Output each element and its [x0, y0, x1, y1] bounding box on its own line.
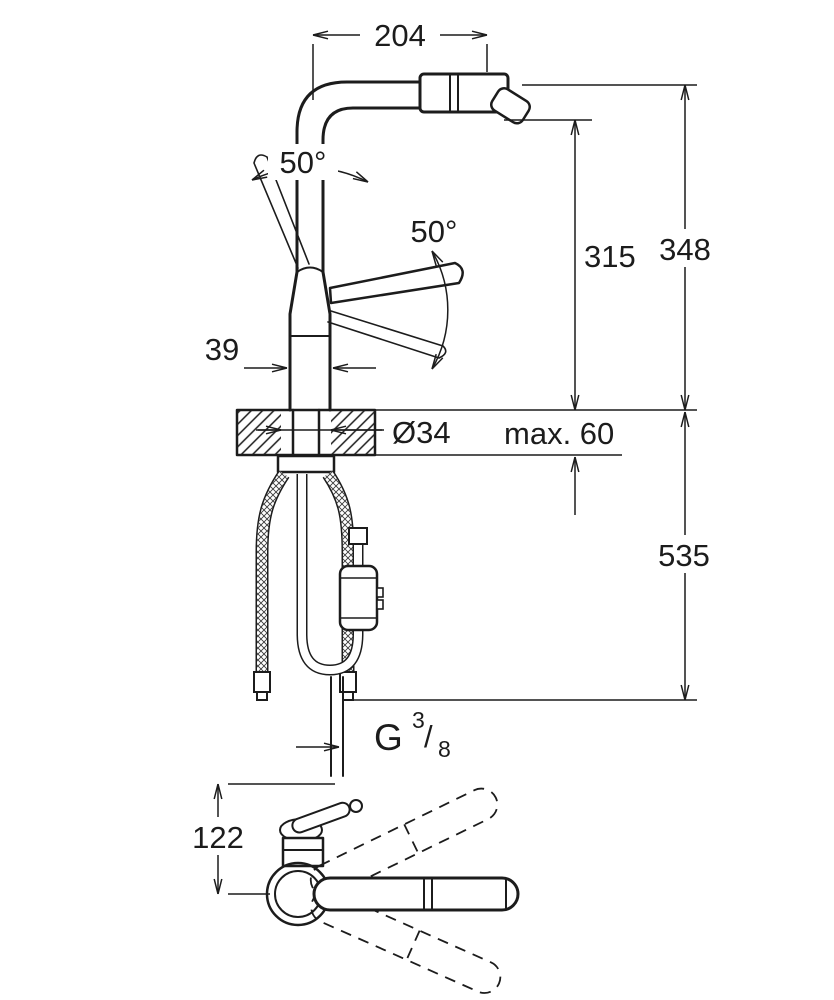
plan-body: [281, 836, 325, 868]
dim-label-max-thickness: max. 60: [504, 416, 614, 451]
dim-label-body-width: 39: [205, 332, 239, 367]
spout-outer-contour: [295, 80, 423, 274]
thread-label-denominator: 8: [438, 736, 451, 762]
pullout-hose: [298, 474, 362, 675]
under-counter-assembly: [253, 408, 384, 777]
counter-hatch-right: [331, 411, 374, 454]
dim-label-spout-reach: 204: [374, 18, 426, 53]
faucet-body: [288, 270, 332, 412]
mounting-nut: [276, 454, 336, 474]
dim-arc-handle: [431, 250, 449, 370]
plan-handle: [279, 799, 363, 842]
mounting-shank: [291, 408, 321, 458]
plan-spout-joints: [423, 877, 507, 911]
plan-swivel-upper: [309, 787, 499, 897]
thread-label-numerator: 3: [412, 707, 425, 733]
dim-label-hole-diameter: Ø34: [392, 415, 451, 450]
spout-inner-contour: [321, 106, 423, 274]
faucet-plan-view: [265, 787, 520, 994]
counter-extension-lines: [375, 409, 697, 456]
dim-label-outlet-height: 315: [584, 239, 636, 274]
thread-label-g: G: [374, 717, 403, 758]
spray-head-tip: [489, 87, 531, 125]
counter-hatch-left: [238, 411, 281, 454]
hose-weight: [338, 564, 379, 632]
plan-spout: [312, 876, 520, 912]
dim-label-total-height: 348: [659, 232, 711, 267]
body-cap-curve: [296, 266, 324, 273]
dim-label-swivel-angle: 50°: [280, 145, 327, 180]
connection-tube: [330, 676, 344, 777]
thread-label-slash: /: [424, 719, 433, 754]
hose-elbow: [348, 527, 368, 545]
dimension-labels: 204 50° 50° 39 Ø34 max. 60 315 348 535 G…: [180, 17, 725, 855]
dim-label-plan-depth: 122: [192, 820, 244, 855]
faucet-side-view: [253, 72, 531, 412]
lever-phantom-down: [327, 310, 447, 359]
dim-label-hose-length: 535: [658, 538, 710, 573]
plan-swivel-lower: [310, 890, 502, 994]
dim-label-handle-angle: 50°: [411, 214, 458, 249]
supply-hose-left: [257, 471, 289, 672]
lever-handle: [328, 261, 464, 305]
counter-section: [235, 408, 697, 457]
hose-connector-left: [253, 671, 271, 693]
supply-hose-right: [323, 471, 353, 672]
spray-head-joint-lines: [449, 73, 459, 113]
